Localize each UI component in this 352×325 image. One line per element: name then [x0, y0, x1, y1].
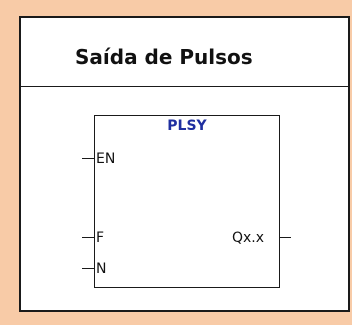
block-name: PLSY — [167, 118, 207, 134]
output-pin-wire — [279, 237, 291, 238]
input-pin-en-label: EN — [96, 151, 116, 167]
input-pin-n-label: N — [96, 261, 107, 277]
input-pin-f-wire — [82, 237, 95, 238]
input-pin-f-label: F — [96, 230, 105, 246]
function-block: PLSY — [94, 115, 280, 288]
output-pin-label: Qx.x — [232, 230, 265, 246]
panel-header: Saída de Pulsos — [21, 18, 348, 87]
panel-title: Saída de Pulsos — [75, 45, 253, 69]
input-pin-n-wire — [82, 268, 95, 269]
input-pin-en-wire — [82, 158, 95, 159]
